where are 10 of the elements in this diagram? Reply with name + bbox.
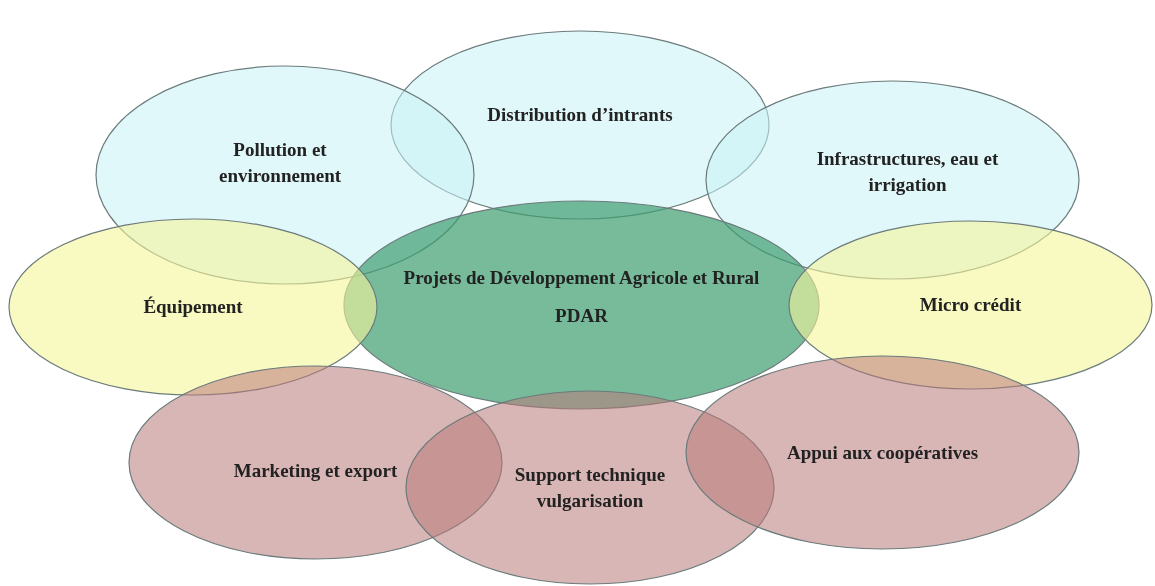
bubble-label: Marketing et export: [233, 458, 398, 483]
bubble-label: Pollution et environnement: [217, 138, 343, 188]
bubble-label: Équipement: [143, 295, 243, 319]
bubble-label: PDAR: [555, 304, 608, 328]
bubble-label: Appui aux coopératives: [786, 440, 979, 465]
bubble-label: Support technique vulgarisation: [513, 462, 667, 513]
bubble-label: Micro crédit: [919, 293, 1022, 317]
bubble-label: Distribution d’intrants: [487, 103, 673, 127]
bubble-label: Projets de Développement Agricole et Rural: [403, 266, 760, 290]
bubble-label: Infrastructures, eau et irrigation: [815, 147, 1000, 197]
